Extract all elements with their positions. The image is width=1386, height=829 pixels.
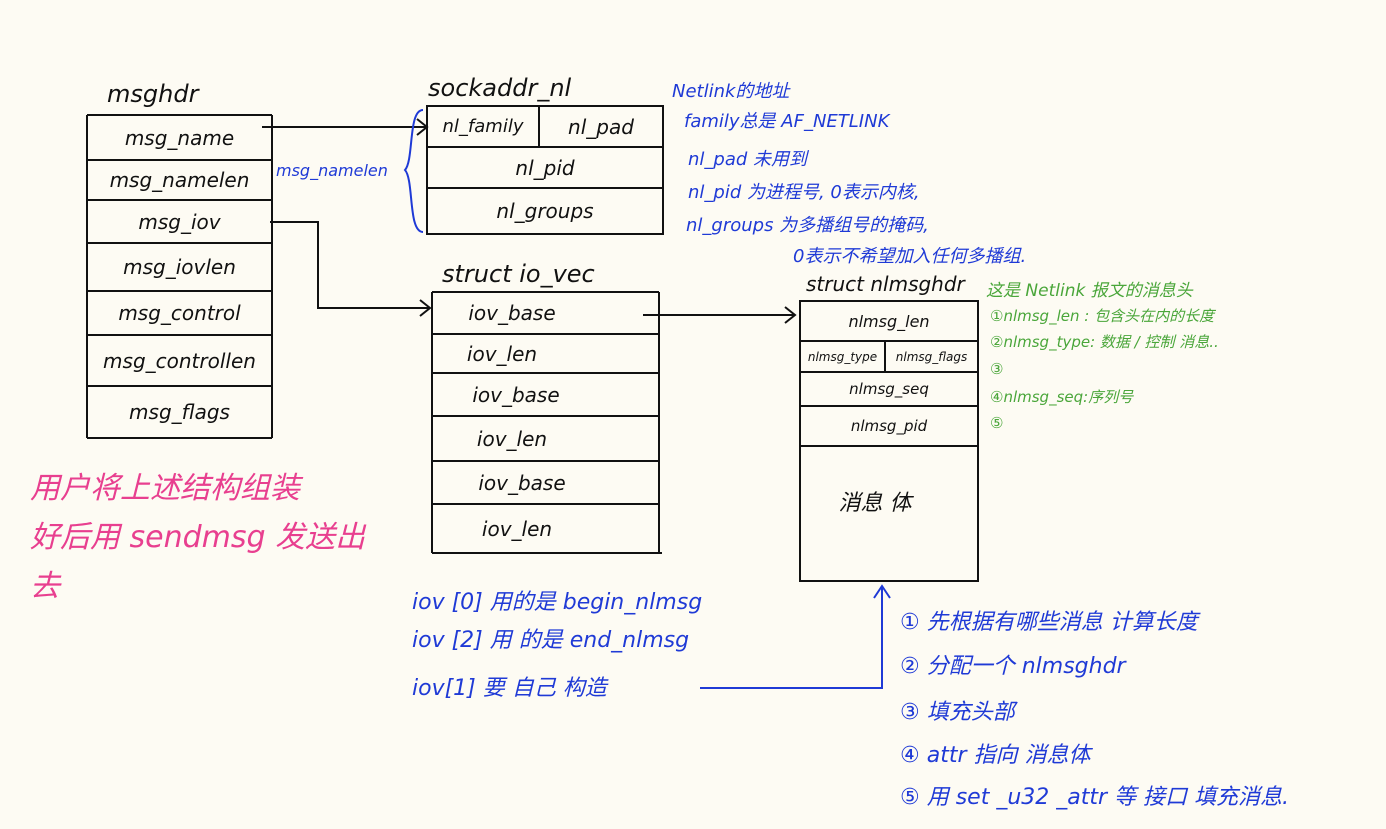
blue-lines [403,109,891,689]
nl-pad-field: nl_pad [568,114,634,139]
sockaddr-note: nl_pid 为进程号, 0表示内核, [688,182,920,203]
sockaddr-note: Netlink的地址 [672,81,790,102]
msghdr-field: msg_control [118,301,241,325]
iovec-title: struct io_vec [442,260,595,288]
nlmsghdr-note: ⑤ [990,414,1004,432]
msghdr-field: msg_name [124,125,235,150]
msghdr-field: msg_iov [138,209,221,234]
iovec-field: iov_len [481,516,553,541]
msghdr-box-lines [86,114,273,439]
nlmsghdr-note: ①nlmsg_len : 包含头在内的长度 [990,307,1215,325]
iov-note: iov[1] 要 自己 构造 [412,676,607,701]
iovec-field: iov_len [466,341,538,366]
msghdr-field: msg_namelen [109,168,250,192]
iovec-field: iov_base [468,301,556,325]
nlmsghdr-note: 这是 Netlink 报文的消息头 [986,281,1193,301]
nlmsg-flags-field: nlmsg_flags [895,349,968,364]
iovec-field: iov_base [478,470,566,495]
msghdr-title: msghdr [107,80,199,108]
msghdr-field: msg_iovlen [123,255,236,279]
nlmsghdr-box-lines [799,300,979,582]
nl-groups-field: nl_groups [496,199,594,223]
nl-family-field: nl_family [442,116,524,137]
step-item: ② 分配一个 nlmsghdr [900,654,1126,679]
step-item: ⑤ 用 set _u32 _attr 等 接口 填充消息. [900,785,1290,810]
step-item: ④ attr 指向 消息体 [900,743,1091,768]
user-note-line: 去 [30,569,60,604]
nlmsg-pid-field: nlmsg_pid [850,417,928,435]
user-note-line: 用户将上述结构组装 [30,471,300,506]
brace-label: msg_namelen [276,161,388,180]
sockaddr-box-lines [426,105,664,235]
nl-pid-field: nl_pid [515,155,575,180]
nlmsghdr-title: struct nlmsghdr [806,272,965,296]
nlmsg-type-field: nlmsg_type [807,349,878,364]
msghdr-field: msg_controllen [103,348,256,373]
sockaddr-note: nl_groups 为多播组号的掩码, [686,215,929,236]
user-note-line: 好后用 sendmsg 发送出 [30,520,366,555]
nlmsg-seq-field: nlmsg_seq [849,380,929,398]
step-item: ③ 填充头部 [900,700,1015,725]
nlmsghdr-note: ②nlmsg_type: 数据 / 控制 消息.. [990,333,1219,351]
iov-note: iov [2] 用 的是 end_nlmsg [412,628,690,653]
iov-note: iov [0] 用的是 begin_nlmsg [412,590,703,615]
step-item: ① 先根据有哪些消息 计算长度 [900,610,1198,635]
nlmsghdr-note: ③ [990,360,1004,378]
sockaddr-note: nl_pad 未用到 [688,149,808,170]
arrows [262,118,797,324]
iovec-box-lines [431,291,662,554]
sockaddr-title: sockaddr_nl [428,74,572,102]
iovec-field: iov_len [476,426,548,451]
sockaddr-note: 0表示不希望加入任何多播组. [793,246,1027,267]
iovec-field: iov_base [472,382,560,407]
sockaddr-note: family总是 AF_NETLINK [684,111,890,132]
nlmsghdr-note: ④nlmsg_seq:序列号 [990,388,1134,406]
message-body: 消息 体 [838,491,912,516]
msghdr-field: msg_flags [129,400,230,424]
nlmsg-len-field: nlmsg_len [848,311,930,331]
